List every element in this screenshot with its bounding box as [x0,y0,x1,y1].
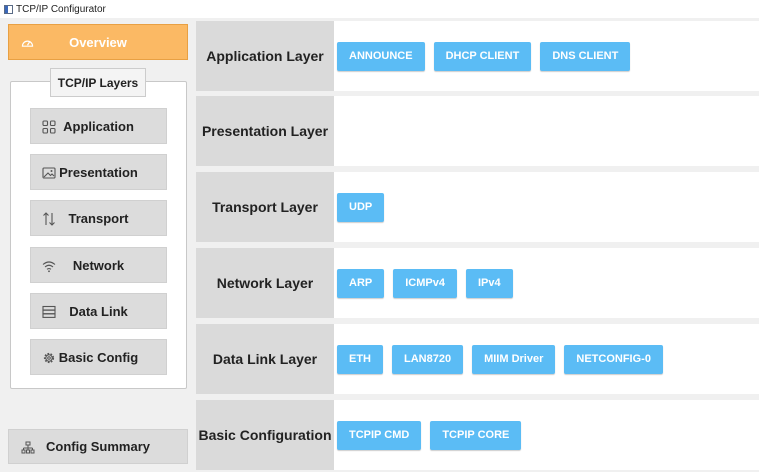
component-chip[interactable]: ETH [337,344,383,374]
nav-application-label: Application [63,118,134,134]
network-layer-row: Network Layer ARP ICMPv4 IPv4 [196,248,759,318]
nav-basic-config-button[interactable]: Basic Config [30,339,167,375]
config-summary-button[interactable]: Config Summary [8,429,188,464]
datalink-layer-row: Data Link Layer ETH LAN8720 MIIM Driver … [196,324,759,394]
component-chip[interactable]: UDP [337,192,385,222]
nav-transport-button[interactable]: Transport [30,200,167,236]
config-summary-label: Config Summary [45,439,150,454]
layer-label: Transport Layer [196,172,334,242]
server-icon [42,305,56,318]
presentation-layer-row: Presentation Layer [196,96,759,166]
component-list: ANNOUNCE DHCP CLIENT DNS CLIENT [337,21,631,91]
nav-network-button[interactable]: Network [30,247,167,283]
component-chip[interactable]: TCPIP CORE [430,420,522,450]
image-icon [42,167,56,179]
title-bar: TCP/IP Configurator [0,0,759,18]
layer-label: Presentation Layer [196,96,334,166]
component-list: UDP [337,172,385,242]
component-chip[interactable]: ARP [337,268,385,298]
nav-datalink-label: Data Link [69,303,128,319]
arrows-updown-icon [43,212,55,226]
nav-presentation-button[interactable]: Presentation [30,154,167,190]
layer-label: Application Layer [196,21,334,91]
component-list: TCPIP CMD TCPIP CORE [337,400,522,470]
nav-application-button[interactable]: Application [30,108,167,144]
transport-layer-row: Transport Layer UDP [196,172,759,242]
layer-label: Network Layer [196,248,334,318]
component-chip[interactable]: DHCP CLIENT [433,41,532,71]
hierarchy-icon [21,441,35,454]
dashboard-icon [21,40,34,47]
component-chip[interactable]: IPv4 [465,268,513,298]
basic-configuration-row: Basic Configuration TCPIP CMD TCPIP CORE [196,400,759,470]
layers-group-title: TCP/IP Layers [50,68,146,97]
component-list: ETH LAN8720 MIIM Driver NETCONFIG-0 [337,324,663,394]
application-layer-row: Application Layer ANNOUNCE DHCP CLIENT D… [196,21,759,91]
component-chip[interactable]: ANNOUNCE [337,41,425,71]
window-title: TCP/IP Configurator [16,3,106,15]
component-list: ARP ICMPv4 IPv4 [337,248,513,318]
component-chip[interactable]: LAN8720 [392,344,464,374]
component-chip[interactable]: MIIM Driver [472,344,556,374]
component-chip[interactable]: NETCONFIG-0 [564,344,663,374]
overview-button[interactable]: Overview [8,24,188,60]
nav-network-label: Network [72,257,125,273]
component-chip[interactable]: TCPIP CMD [337,420,422,450]
nav-transport-label: Transport [68,210,129,226]
layer-label: Data Link Layer [196,324,334,394]
nav-datalink-button[interactable]: Data Link [30,293,167,329]
wifi-icon [42,261,56,273]
component-chip[interactable]: ICMPv4 [393,268,457,298]
layer-label: Basic Configuration [196,400,334,470]
nav-basic-config-label: Basic Config [58,349,139,365]
app-icon [4,4,13,14]
component-chip[interactable]: DNS CLIENT [540,41,631,71]
gear-icon [43,352,55,364]
overview-label: Overview [69,34,127,50]
nav-presentation-label: Presentation [59,164,138,180]
grid-icon [42,120,56,134]
